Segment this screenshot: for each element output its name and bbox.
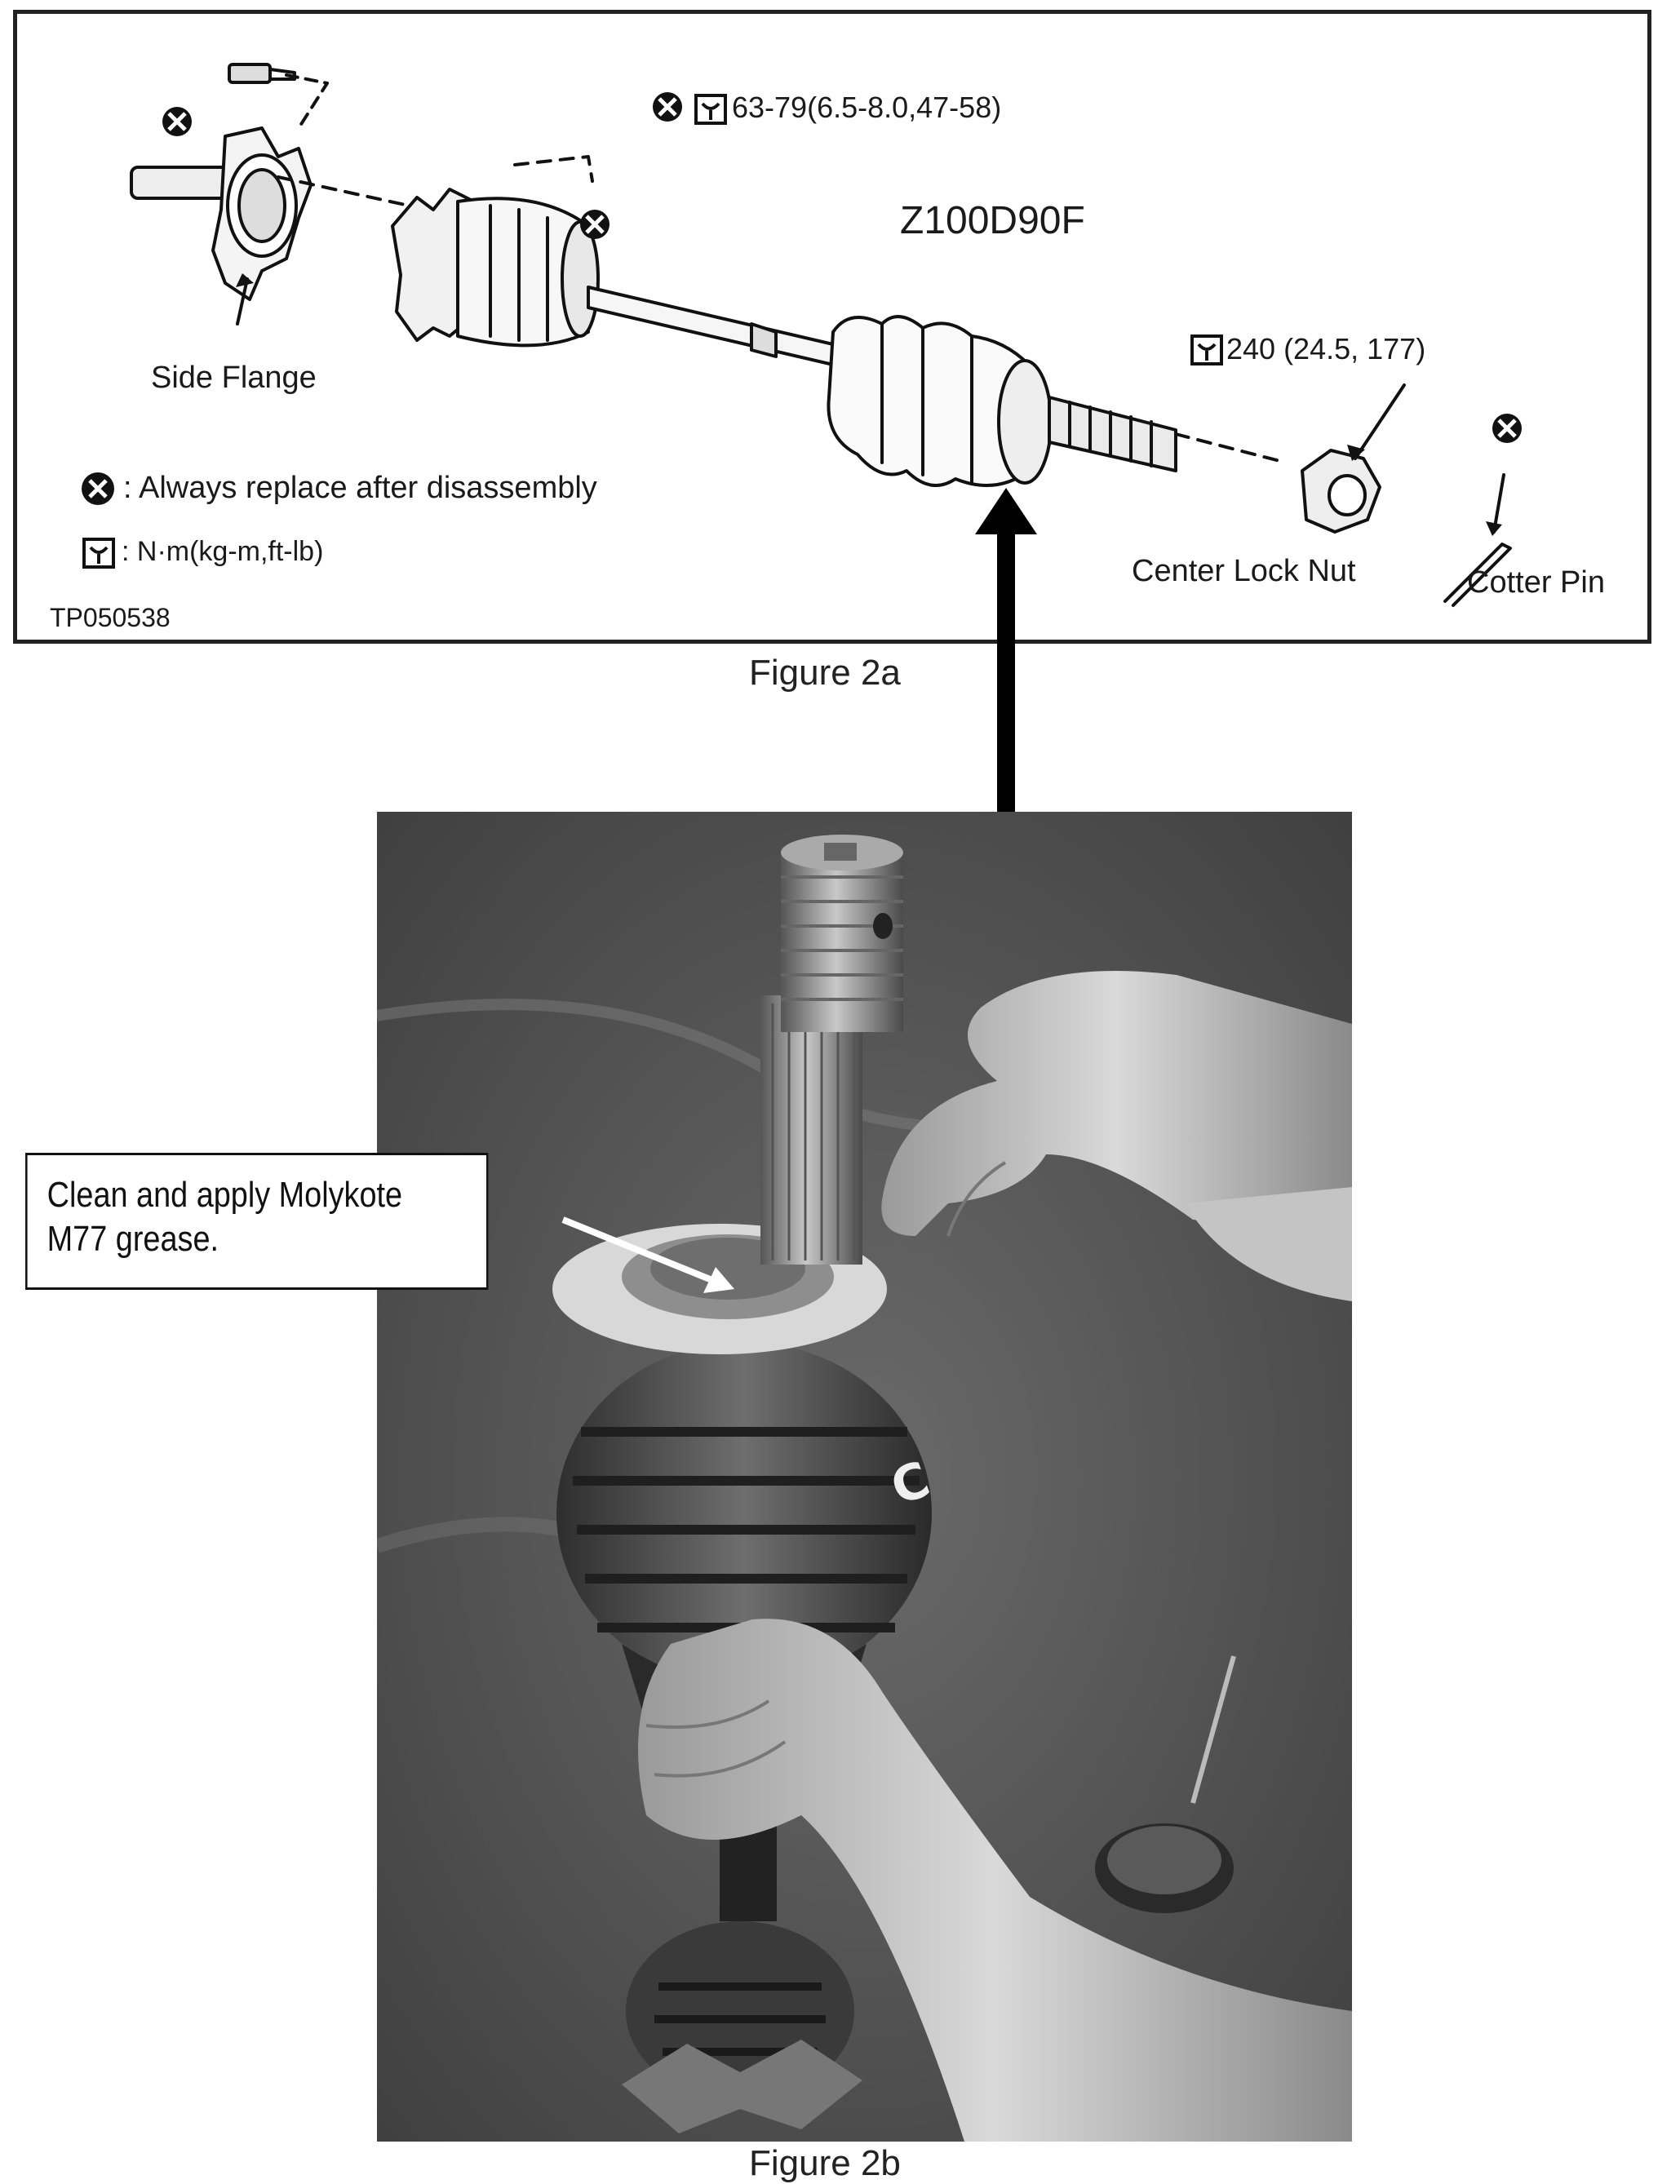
x-circle-icon: [653, 92, 682, 122]
x-circle-icon: [580, 210, 609, 239]
flange-bolt-part: [228, 63, 296, 84]
grease-tin: [1095, 1655, 1236, 1913]
diagram-code: Z100D90F: [900, 199, 1085, 242]
shaft-stub: [130, 166, 231, 200]
inner-joint-part: [391, 188, 600, 348]
legend-torque-text: : N·m(kg-m,ft-lb): [122, 536, 324, 567]
center-lock-nut-label: Center Lock Nut: [1132, 554, 1356, 588]
upper-hand-photo: [881, 971, 1352, 1301]
x-circle-icon: [1492, 414, 1522, 443]
reference-id: TP050538: [50, 603, 171, 632]
torque-spec-bolt: 63-79(6.5-8.0,47-58): [732, 91, 1002, 124]
x-circle-icon: [82, 472, 114, 505]
side-flange-leader: [236, 277, 249, 326]
lower-hand-photo: [638, 1619, 1352, 2142]
torque-wrench-icon: [1190, 334, 1223, 365]
legend-replace-text: : Always replace after disassembly: [123, 471, 597, 505]
torque-wrench-icon: [694, 94, 727, 125]
figure-2b-caption: Figure 2b: [749, 2143, 901, 2183]
splined-stub-photo: [760, 835, 903, 1265]
exploded-diagram-frame: 63-79(6.5-8.0,47-58) Z100D90F Side Flang…: [13, 10, 1651, 644]
center-lock-nut-part: [1301, 449, 1381, 534]
cotter-pin-part: [1443, 543, 1512, 607]
torque-spec-nut: 240 (24.5, 177): [1226, 332, 1426, 365]
cotter-leader: [1492, 473, 1505, 534]
splined-stub-part: [1048, 396, 1288, 472]
axle-shaft-part: [587, 286, 835, 366]
torque-wrench-icon: [82, 538, 115, 569]
side-flange-part: [211, 126, 313, 301]
callout-text: Clean and apply Molykote M77 grease.: [47, 1175, 403, 1259]
side-flange-label: Side Flange: [151, 361, 317, 395]
figure-2a-caption: Figure 2a: [749, 653, 901, 693]
grease-callout-box: Clean and apply Molykote M77 grease.: [25, 1153, 489, 1290]
drive-shaft-exploded-drawing: [82, 63, 1522, 607]
cotter-pin-label: Cotter Pin: [1467, 565, 1605, 600]
axle-photo: C: [377, 812, 1352, 2142]
x-circle-icon: [162, 107, 192, 136]
outer-cv-boot-part: [827, 315, 1053, 487]
inner-joint-photo: [622, 1758, 862, 2133]
nut-leader: [1354, 383, 1406, 460]
